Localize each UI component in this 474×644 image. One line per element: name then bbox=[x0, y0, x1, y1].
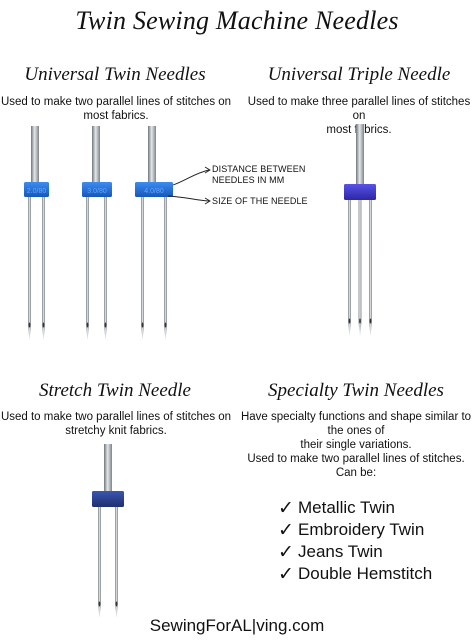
check-icon: ✓ bbox=[278, 563, 294, 585]
list-item: ✓ Metallic Twin bbox=[278, 497, 432, 519]
arrow-distance bbox=[172, 169, 210, 186]
needle-blade-right bbox=[164, 197, 167, 340]
desc-line: Used to make two parallel lines of stitc… bbox=[247, 453, 465, 465]
desc-line: Have specialty functions and shape simil… bbox=[240, 411, 472, 423]
needle-eye bbox=[28, 322, 31, 328]
needle-blade-right bbox=[369, 200, 372, 336]
check-icon: ✓ bbox=[278, 519, 294, 541]
needle-eye bbox=[141, 322, 144, 328]
needle-blade-right bbox=[115, 507, 118, 618]
needle-block bbox=[24, 182, 49, 197]
arrowhead-size bbox=[204, 197, 211, 205]
list-item-label: Embroidery Twin bbox=[298, 520, 425, 539]
desc-line: most fabrics. bbox=[83, 110, 149, 122]
needle-blade-right bbox=[104, 197, 107, 340]
desc-line: Used to make two parallel lines of stitc… bbox=[0, 411, 232, 423]
desc-line: Used to make two parallel lines of stitc… bbox=[0, 96, 232, 108]
list-item: ✓ Double Hemstitch bbox=[278, 563, 432, 585]
needle-blade-left bbox=[28, 197, 31, 340]
twin-needle-3: 4.0/80 bbox=[135, 126, 173, 340]
specialty-twin-description: Have specialty functions and shape simil… bbox=[238, 410, 474, 480]
needle-block-label: 3.0/80 bbox=[87, 188, 107, 195]
needle-shank bbox=[31, 126, 39, 186]
annotation-line: NEEDLES IN MM bbox=[212, 175, 285, 185]
needle-block bbox=[344, 184, 376, 200]
stretch-twin-needle bbox=[92, 444, 124, 618]
needle-blade-right bbox=[42, 197, 45, 340]
needle-eye bbox=[104, 322, 107, 328]
desc-line: their single variations. bbox=[300, 439, 412, 451]
list-item-label: Jeans Twin bbox=[298, 542, 383, 561]
stretch-twin-title: Stretch Twin Needle bbox=[39, 380, 191, 401]
annotation-line: DISTANCE BETWEEN bbox=[212, 164, 306, 174]
list-item-label: Metallic Twin bbox=[298, 498, 395, 517]
needle-eye bbox=[115, 601, 118, 607]
desc-line: Used to make three parallel lines of sti… bbox=[247, 96, 471, 122]
needle-shank bbox=[148, 126, 156, 186]
annotation-arrows bbox=[167, 166, 211, 205]
universal-triple-title: Universal Triple Needle bbox=[267, 64, 451, 85]
list-item: ✓ Embroidery Twin bbox=[278, 519, 432, 541]
desc-line: Can be: bbox=[335, 467, 377, 479]
twin-needle-2: 3.0/80 bbox=[82, 126, 112, 340]
needle-blade-left bbox=[86, 197, 89, 340]
page-title: Twin Sewing Machine Needles bbox=[75, 6, 399, 35]
needle-shank bbox=[356, 124, 364, 187]
needle-block-label: 4.0/80 bbox=[144, 188, 164, 195]
annotation-distance: DISTANCE BETWEEN NEEDLES IN MM bbox=[212, 164, 305, 186]
specialty-twin-title: Specialty Twin Needles bbox=[268, 380, 444, 401]
list-item-label: Double Hemstitch bbox=[298, 564, 433, 583]
needle-eye bbox=[86, 322, 89, 328]
needle-block bbox=[82, 182, 112, 197]
needle-eye bbox=[369, 318, 372, 324]
needle-eye bbox=[42, 322, 45, 328]
needle-eye bbox=[164, 322, 167, 328]
arrow-size bbox=[167, 195, 210, 202]
universal-twin-title: Universal Twin Needles bbox=[24, 64, 206, 85]
check-icon: ✓ bbox=[278, 541, 294, 563]
needle-blade-left bbox=[141, 197, 144, 340]
twin-needle-1: 2.0/80 bbox=[24, 126, 49, 340]
needle-blade-left bbox=[98, 507, 101, 618]
universal-twin-description: Used to make two parallel lines of stitc… bbox=[0, 95, 232, 123]
needle-shank bbox=[104, 444, 112, 494]
check-icon: ✓ bbox=[278, 497, 294, 519]
needle-blade-center bbox=[358, 200, 362, 336]
annotation-size: SIZE OF THE NEEDLE bbox=[212, 196, 308, 206]
triple-needle bbox=[344, 124, 376, 336]
stretch-twin-description: Used to make two parallel lines of stitc… bbox=[0, 410, 232, 438]
footer-site-name: SewingForAL|ving.com bbox=[149, 616, 325, 635]
needle-blade-left bbox=[348, 200, 351, 336]
desc-line: stretchy knit fabrics. bbox=[65, 425, 167, 437]
needle-eye bbox=[348, 318, 351, 324]
needle-block-label: 2.0/80 bbox=[27, 188, 47, 195]
needle-eye bbox=[98, 601, 101, 607]
list-item: ✓ Jeans Twin bbox=[278, 541, 432, 563]
needle-eye bbox=[359, 318, 361, 324]
needle-shank bbox=[92, 126, 100, 186]
needle-block bbox=[92, 491, 124, 507]
needle-block bbox=[135, 182, 173, 197]
specialty-list: ✓ Metallic Twin ✓ Embroidery Twin ✓ Jean… bbox=[278, 497, 432, 585]
arrowhead-distance bbox=[204, 166, 211, 174]
desc-line: the ones of bbox=[327, 425, 385, 437]
